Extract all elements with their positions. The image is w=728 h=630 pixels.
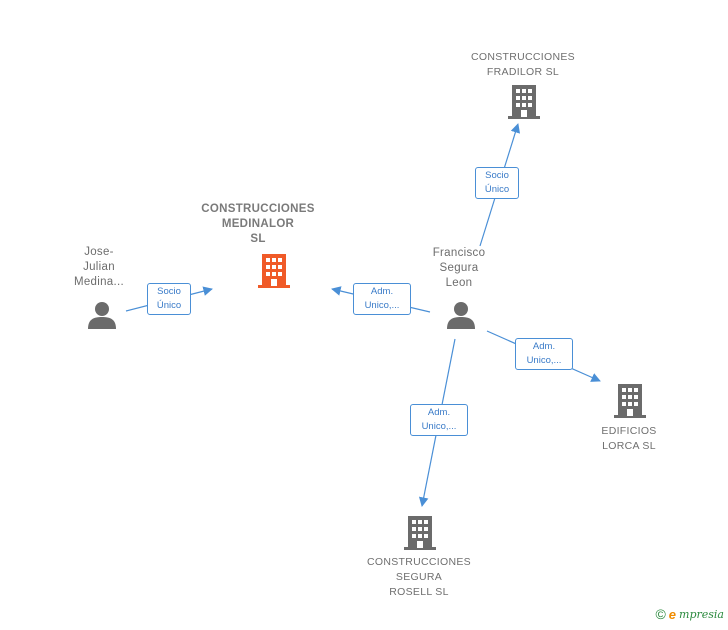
person-label-francisco[interactable]: Francisco Segura Leon	[432, 247, 486, 289]
person-icon[interactable]	[87, 300, 117, 330]
edge-label-francisco-medinalor[interactable]: Adm. Unico,...	[353, 283, 411, 315]
person-icon[interactable]	[446, 300, 476, 330]
building-icon[interactable]	[614, 384, 646, 418]
edge-label-francisco-rosell[interactable]: Adm. Unico,...	[410, 404, 468, 436]
building-icon[interactable]	[258, 254, 290, 288]
company-label-medinalor[interactable]: CONSTRUCCIONES MEDINALOR SL	[201, 203, 315, 245]
brand-logo-e: e	[668, 606, 677, 622]
brand-logo-text: mpresia	[679, 607, 724, 621]
company-label-lorca[interactable]: EDIFICIOS LORCA SL	[601, 425, 657, 452]
building-icon[interactable]	[404, 516, 436, 550]
company-label-fradilor[interactable]: CONSTRUCCIONES FRADILOR SL	[471, 51, 575, 78]
edge-label-francisco-lorca[interactable]: Adm. Unico,...	[515, 338, 573, 370]
person-label-jose[interactable]: Jose- Julian Medina...	[73, 246, 124, 288]
edge-label-francisco-fradilor[interactable]: Socio Único	[475, 167, 519, 199]
copyright-icon: ©	[655, 606, 666, 622]
building-icon[interactable]	[508, 85, 540, 119]
company-label-rosell[interactable]: CONSTRUCCIONES SEGURA ROSELL SL	[367, 556, 471, 598]
edge-label-jose-medinalor[interactable]: Socio Único	[147, 283, 191, 315]
